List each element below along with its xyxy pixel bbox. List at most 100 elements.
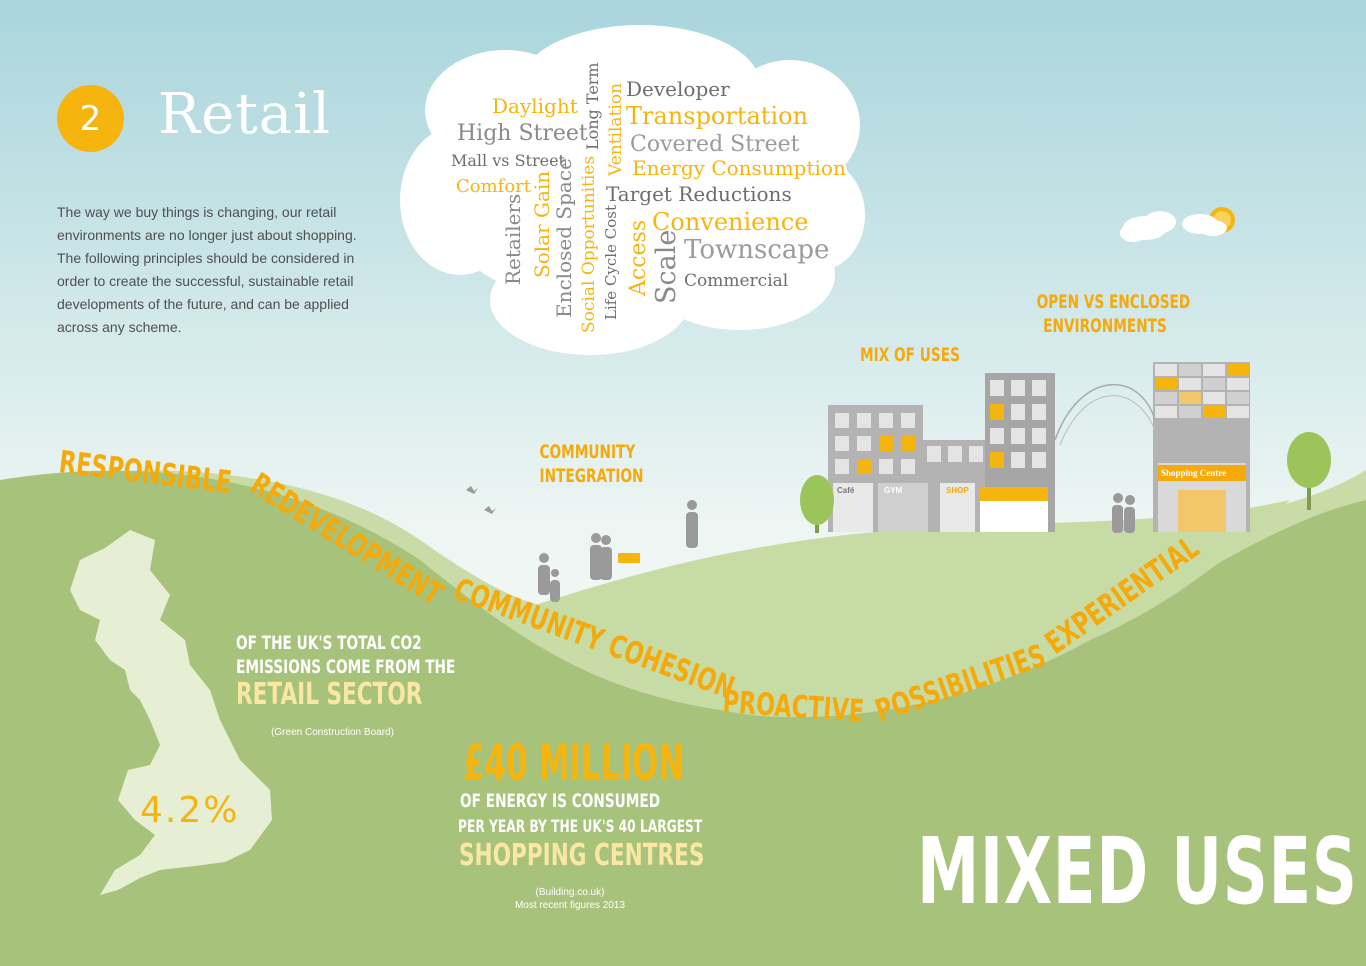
building-window — [1155, 364, 1177, 376]
word-cloud-word: Scale — [651, 230, 682, 304]
building-window — [901, 413, 915, 428]
word-cloud-word: Energy Consumption — [632, 156, 846, 180]
building-window — [1011, 404, 1025, 420]
word-cloud-word: Convenience — [652, 208, 808, 236]
intro-paragraph: The way we buy things is changing, our r… — [57, 204, 357, 335]
building-window — [879, 436, 893, 451]
energy-source-1: (Building.co.uk) — [535, 887, 605, 898]
shop-sign: SHOP — [946, 486, 969, 495]
energy-line3: SHOPPING CENTRES — [459, 838, 705, 873]
building-window — [1011, 428, 1025, 444]
section-number-badge: 2 — [57, 85, 124, 152]
mid-hill — [520, 500, 1290, 718]
word-cloud-word: Transportation — [626, 102, 808, 130]
building-window — [1155, 378, 1177, 390]
word-cloud-word: Developer — [626, 77, 730, 101]
co2-source: (Green Construction Board) — [271, 727, 394, 738]
co2-percentage: 4.2% — [140, 790, 240, 831]
building-window — [1203, 392, 1225, 404]
building-window — [879, 459, 893, 474]
building-window — [1227, 378, 1249, 390]
word-cloud-word: Daylight — [492, 94, 578, 118]
energy-line1: OF ENERGY IS CONSUMED — [460, 790, 661, 812]
building-window — [901, 436, 915, 451]
building-window — [990, 380, 1004, 396]
building-window — [857, 413, 871, 428]
canopy-arc — [1054, 384, 1156, 446]
word-cloud-word: Retailers — [501, 194, 525, 285]
uk-map-shape — [70, 530, 272, 895]
word-cloud-word: Ventilation — [606, 83, 626, 177]
co2-line3: RETAIL SECTOR — [236, 677, 423, 712]
word-cloud-word: High Street — [457, 121, 588, 146]
building-window — [1203, 378, 1225, 390]
energy-source-2: Most recent figures 2013 — [514, 900, 626, 911]
word-cloud-word: Comfort — [456, 176, 532, 197]
building-window — [990, 404, 1004, 420]
section-number: 2 — [79, 98, 102, 139]
building-window — [1179, 392, 1201, 404]
word-cloud-word: Townscape — [684, 235, 829, 265]
word-cloud-shape — [400, 25, 865, 355]
open-vs-enclosed-line2: ENVIRONMENTS — [1043, 315, 1167, 337]
word-cloud-word: Enclosed Space — [552, 158, 576, 318]
cafe-sign: Café — [837, 486, 855, 495]
building-window — [1032, 380, 1046, 396]
building-window — [1227, 364, 1249, 376]
page-title: Retail — [158, 82, 332, 147]
building-window — [1032, 404, 1046, 420]
building-window — [1179, 378, 1201, 390]
building-window — [879, 413, 893, 428]
building-window — [1227, 392, 1249, 404]
word-cloud-word: Solar Gain — [530, 171, 554, 278]
building-window — [1032, 428, 1046, 444]
word-cloud-word: Life Cycle Cost — [602, 205, 620, 320]
word-cloud-word: Mall vs Street — [451, 151, 566, 170]
building-window — [1179, 364, 1201, 376]
mixed-uses-heading: MIXED USES — [917, 818, 1358, 925]
shopping-centre-sign: Shopping Centre — [1161, 468, 1227, 478]
word-cloud-word: Target Reductions — [606, 182, 792, 206]
word-cloud-word: Covered Street — [630, 132, 800, 157]
building-window — [927, 446, 941, 462]
building-window — [1227, 406, 1249, 418]
building-window — [1011, 380, 1025, 396]
co2-line1: OF THE UK'S TOTAL CO2 — [236, 632, 422, 654]
community-integration-label: COMMUNITY INTEGRATION — [539, 440, 644, 488]
building-window — [901, 459, 915, 474]
word-cloud-word: Commercial — [684, 271, 788, 291]
building-window — [835, 436, 849, 451]
building-window — [1032, 452, 1046, 468]
building-window — [835, 413, 849, 428]
open-vs-enclosed-label: OPEN VS ENCLOSED ENVIRONMENTS — [1036, 290, 1191, 338]
shopping-trolley-icon — [618, 553, 640, 563]
community-integration-line1: COMMUNITY — [539, 441, 636, 463]
building-window — [990, 452, 1004, 468]
gym-sign: GYM — [884, 486, 903, 495]
building-window — [857, 459, 871, 474]
word-cloud-word: Social Opportunities — [579, 156, 599, 333]
word-cloud-word: Long Term — [583, 62, 602, 150]
building-window — [1203, 406, 1225, 418]
building-window — [990, 428, 1004, 444]
people-silhouettes-icon — [538, 493, 1135, 602]
birds-icon — [466, 486, 496, 514]
front-hill — [0, 470, 1366, 966]
mix-of-uses-label: MIX OF USES — [860, 344, 960, 366]
building-window — [1155, 406, 1177, 418]
building-window — [1179, 406, 1201, 418]
building-window — [1011, 452, 1025, 468]
building-window — [835, 459, 849, 474]
shop-fronts — [833, 463, 1246, 532]
building-window — [969, 446, 983, 462]
open-vs-enclosed-line1: OPEN VS ENCLOSED — [1036, 291, 1191, 313]
building-window — [1155, 392, 1177, 404]
energy-value: £40 MILLION — [463, 734, 685, 792]
energy-line2: PER YEAR BY THE UK'S 40 LARGEST — [458, 817, 703, 837]
tree-icon — [800, 432, 1331, 533]
co2-line2: EMISSIONS COME FROM THE — [236, 656, 456, 678]
building-window — [948, 446, 962, 462]
word-cloud-word: Access — [626, 220, 651, 297]
